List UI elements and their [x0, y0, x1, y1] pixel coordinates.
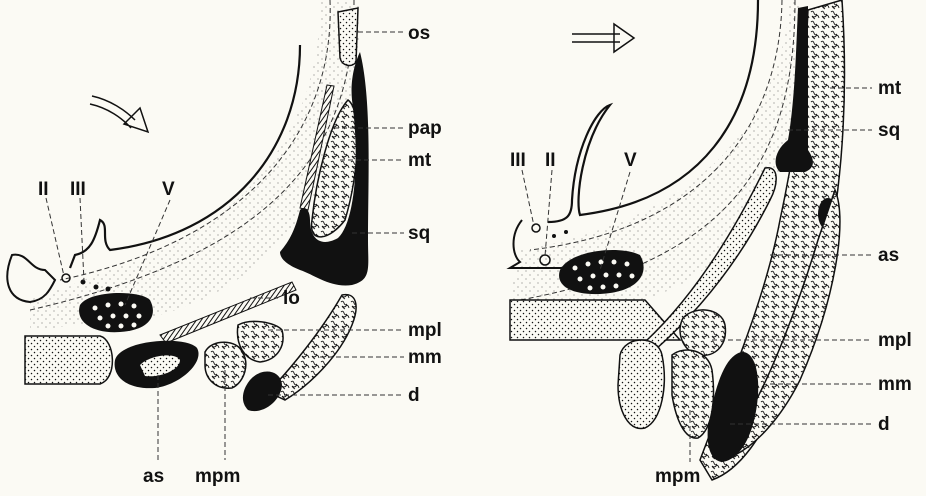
- label-right-mpl: mpl: [878, 330, 912, 351]
- label-left-os: os: [408, 23, 430, 44]
- label-right-II: II: [545, 150, 556, 171]
- label-left-mpm: mpm: [195, 466, 240, 487]
- label-left-lo: lo: [283, 288, 300, 309]
- label-left-d: d: [408, 385, 420, 406]
- label-left-II: II: [38, 179, 49, 200]
- label-right-mt: mt: [878, 78, 902, 99]
- label-left-III: III: [70, 179, 86, 200]
- label-left-as: as: [143, 466, 164, 487]
- right-panel: [510, 0, 844, 480]
- left-v-ganglion: [79, 293, 153, 332]
- right-mpl: [680, 310, 725, 355]
- label-right-sq: sq: [878, 120, 900, 141]
- left-os: [338, 8, 358, 65]
- label-left-pap: pap: [408, 118, 442, 139]
- label-left-sq: sq: [408, 223, 430, 244]
- label-right-III: III: [510, 150, 526, 171]
- label-right-as: as: [878, 245, 899, 266]
- right-arrow-icon: [572, 24, 634, 52]
- label-left-mt: mt: [408, 150, 432, 171]
- left-d: [243, 371, 282, 411]
- label-left-mpl: mpl: [408, 320, 442, 341]
- label-left-mm: mm: [408, 347, 442, 368]
- right-mpm: [672, 350, 713, 438]
- label-right-d: d: [878, 414, 890, 435]
- right-stippled-oval: [618, 340, 664, 428]
- label-right-V: V: [624, 150, 637, 171]
- left-panel: [7, 0, 368, 411]
- label-left-V: V: [162, 179, 175, 200]
- left-basal-block: [25, 336, 112, 384]
- left-arrow-icon: [90, 96, 148, 132]
- label-right-mm: mm: [878, 374, 912, 395]
- label-right-mpm: mpm: [655, 466, 700, 487]
